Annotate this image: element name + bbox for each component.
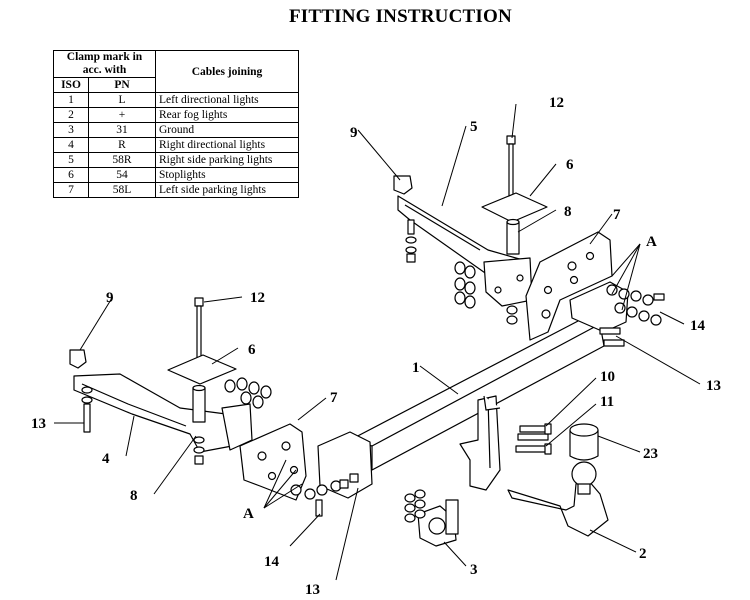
callout-4: 4: [102, 451, 110, 467]
spacer-8-upper: [506, 218, 520, 255]
callout-6-left: 6: [248, 342, 256, 358]
plate-6-left: [167, 354, 237, 385]
callout-13-left: 13: [31, 416, 46, 432]
left-bolts-14: [290, 473, 359, 517]
callout-a-upper: A: [646, 234, 657, 250]
nuts-upper-right: [454, 261, 518, 325]
ball-mount-bracket: [459, 395, 501, 491]
table-cell-pn: 58R: [88, 152, 156, 168]
bolt-12-upper: [506, 135, 516, 197]
callout-13-right: 13: [706, 378, 721, 394]
left-side-bracket: [69, 349, 253, 453]
callout-9-left: 9: [106, 290, 114, 306]
callout-9-upper: 9: [350, 125, 358, 141]
callout-12-left: 12: [250, 290, 265, 306]
callout-14-upper: 14: [690, 318, 706, 334]
callout-11: 11: [600, 394, 614, 410]
table-row: 4 R Right directional lights: [53, 137, 299, 153]
right-side-plate-7: [525, 231, 613, 341]
callout-1: 1: [412, 360, 420, 376]
callout-labels: 9 5 12 6 8 7 A 14 13 9 12 6 13 4 8 7 A 1…: [31, 95, 721, 598]
bolt-12-left: [194, 297, 204, 361]
left-side-plate-7: [239, 423, 307, 501]
table-row: 5 58R Right side parking lights: [53, 152, 299, 168]
ball-cap-23: [569, 423, 599, 461]
right-side-bracket: [393, 175, 533, 307]
callout-5: 5: [470, 119, 478, 135]
callout-13-bottom: 13: [305, 582, 320, 598]
callout-14-left: 14: [264, 554, 280, 570]
table-header-pn: PN: [88, 77, 156, 93]
table-subheader-row: ISO PN: [53, 77, 299, 93]
plate-6-upper: [481, 192, 548, 223]
spacer-8-left: [192, 384, 206, 465]
callout-8-upper: 8: [564, 204, 572, 220]
nuts-left-upper: [224, 377, 272, 409]
bolt-upper-left: [405, 219, 417, 263]
callout-3: 3: [470, 562, 478, 578]
bolt-13-left: [81, 386, 93, 433]
leader-lines: [54, 103, 701, 581]
callout-2: 2: [639, 546, 647, 562]
table-row: 2 + Rear fog lights: [53, 107, 299, 123]
callout-6-upper: 6: [566, 157, 574, 173]
callout-8-left: 8: [130, 488, 138, 504]
table-cell-desc: Right side parking lights: [155, 152, 299, 168]
callout-7-upper: 7: [613, 207, 621, 223]
callout-12-upper: 12: [549, 95, 564, 111]
table-cell-desc: Left side parking lights: [155, 182, 299, 198]
page-title: FITTING INSTRUCTION: [289, 6, 512, 27]
callout-a-left: A: [243, 506, 254, 522]
table-row: 3 31 Ground: [53, 122, 299, 138]
callout-7-left: 7: [330, 390, 338, 406]
callout-10: 10: [600, 369, 615, 385]
right-bolts-14: [599, 284, 665, 347]
tow-ball-2: [507, 461, 609, 537]
cable-joining-table: Clamp mark in acc. with Cables joining I…: [53, 50, 299, 198]
socket-plate-3: [404, 489, 459, 547]
callout-23: 23: [643, 446, 658, 462]
table-header-clamp: Clamp mark in acc. with: [53, 50, 156, 78]
table-row: 7 58L Left side parking lights: [53, 182, 299, 198]
bolts-10-11: [515, 423, 552, 455]
